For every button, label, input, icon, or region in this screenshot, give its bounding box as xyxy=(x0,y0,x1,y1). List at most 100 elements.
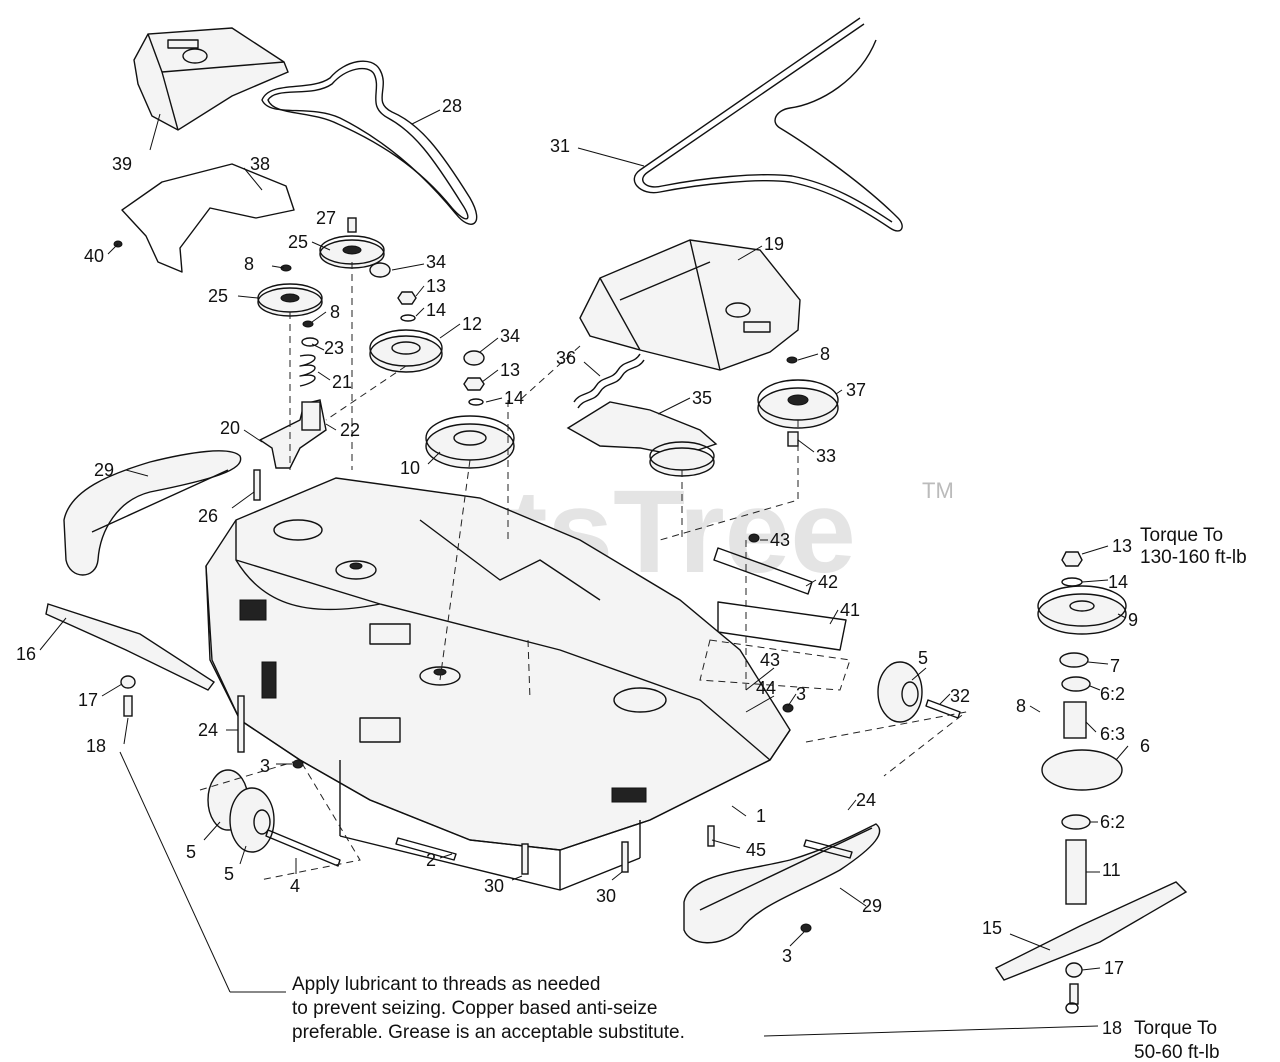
spring-36 xyxy=(573,353,645,409)
callout-14-c: 14 xyxy=(1108,572,1128,592)
callout-6: 6 xyxy=(1140,736,1150,756)
callout-13-a: 13 xyxy=(426,276,446,296)
callout-33: 33 xyxy=(816,446,836,466)
leader-lines xyxy=(39,109,1129,1037)
callout-39: 39 xyxy=(112,154,132,174)
callout-22: 22 xyxy=(340,420,360,440)
callout-35: 35 xyxy=(692,388,712,408)
baffle-41 xyxy=(717,601,847,651)
callout-8-c: 8 xyxy=(820,344,830,364)
torque-note-bottom: Torque To 50-60 ft-lb xyxy=(1134,1018,1220,1062)
callout-18-left: 18 xyxy=(86,736,106,756)
callout-25-upper: 25 xyxy=(288,232,308,252)
callout-8-d: 8 xyxy=(1016,696,1026,716)
callout-9: 9 xyxy=(1128,610,1138,630)
lubricant-note-line1: Apply lubricant to threads as needed xyxy=(292,974,600,995)
lubricant-note-line2: to prevent seizing. Copper based anti-se… xyxy=(292,998,657,1019)
callout-13-b: 13 xyxy=(500,360,520,380)
callout-6-2-a: 6:2 xyxy=(1100,684,1125,704)
callout-19: 19 xyxy=(764,234,784,254)
callout-25-lower: 25 xyxy=(208,286,228,306)
idler-bracket-38 xyxy=(121,163,295,273)
callout-5-a: 5 xyxy=(186,842,196,862)
callout-34-a: 34 xyxy=(426,252,446,272)
idler-arm-post xyxy=(301,401,321,431)
callout-17-right: 17 xyxy=(1104,958,1124,978)
callout-28: 28 xyxy=(442,96,462,116)
torque-note-top-line1: Torque To xyxy=(1140,525,1223,546)
callout-29-right: 29 xyxy=(862,896,882,916)
watermark-trademark: TM xyxy=(922,478,954,503)
pulley-37 xyxy=(757,379,839,429)
belt-cover-19 xyxy=(579,239,801,371)
callout-41: 41 xyxy=(840,600,860,620)
callout-37: 37 xyxy=(846,380,866,400)
callout-29-left: 29 xyxy=(94,460,114,480)
mower-deck-shell xyxy=(205,477,791,891)
callout-40: 40 xyxy=(84,246,104,266)
callout-27: 27 xyxy=(316,208,336,228)
callout-20: 20 xyxy=(220,418,240,438)
callout-11: 11 xyxy=(1102,860,1121,880)
gauge-wheel-5-right xyxy=(877,661,923,723)
hardware xyxy=(113,217,799,543)
callout-43-b: 43 xyxy=(760,650,780,670)
callout-5-b: 5 xyxy=(224,864,234,884)
callout-30-b: 30 xyxy=(596,886,616,906)
callout-45: 45 xyxy=(746,840,766,860)
gauge-wheel-5-left xyxy=(207,769,275,853)
callout-30-a: 30 xyxy=(484,876,504,896)
callout-3-c: 3 xyxy=(782,946,792,966)
callout-36: 36 xyxy=(556,348,576,368)
callout-21: 21 xyxy=(332,372,352,392)
axle-4 xyxy=(265,829,341,867)
bolts-and-pins xyxy=(237,469,853,933)
belt-cover-39 xyxy=(133,27,289,131)
belt-28 xyxy=(261,60,478,225)
callout-44: 44 xyxy=(756,678,776,698)
callout-4: 4 xyxy=(290,876,300,896)
callout-3-b: 3 xyxy=(796,684,806,704)
lubricant-note-line3: preferable. Grease is an acceptable subs… xyxy=(292,1022,685,1043)
callout-17-left: 17 xyxy=(78,690,98,710)
idler-assembly-35 xyxy=(566,401,718,477)
torque-note-top-line2: 130-160 ft-lb xyxy=(1140,547,1247,568)
callout-18-right: 18 xyxy=(1102,1018,1122,1038)
lubricant-note: Apply lubricant to threads as needed to … xyxy=(292,974,685,1043)
spindle-stack-right xyxy=(1041,551,1123,1014)
callout-34-b: 34 xyxy=(500,326,520,346)
callout-5-c: 5 xyxy=(918,648,928,668)
callout-26: 26 xyxy=(198,506,218,526)
idler-pulley-25b xyxy=(257,283,323,317)
blade-bolt-left xyxy=(120,675,136,717)
assembly-dashed-lines xyxy=(199,262,967,881)
callout-8-a: 8 xyxy=(244,254,254,274)
pulley-9 xyxy=(1037,585,1127,635)
callout-31: 31 xyxy=(550,136,570,156)
callout-38: 38 xyxy=(250,154,270,174)
blade-16 xyxy=(45,603,216,691)
callout-labels: 39 38 40 28 31 19 27 25 8 25 8 23 21 22 … xyxy=(16,96,1150,1038)
callout-14-b: 14 xyxy=(504,388,524,408)
callout-16: 16 xyxy=(16,644,36,664)
callout-23: 23 xyxy=(324,338,344,358)
callout-8-b: 8 xyxy=(330,302,340,322)
callout-6-2-b: 6:2 xyxy=(1100,812,1125,832)
skid-shield-29-left xyxy=(63,450,242,576)
belt-31 xyxy=(633,17,903,232)
torque-note-bottom-line1: Torque To xyxy=(1134,1018,1217,1039)
callout-13-c: 13 xyxy=(1112,536,1132,556)
callout-6-3: 6:3 xyxy=(1100,724,1125,744)
torque-note-top: Torque To 130-160 ft-lb xyxy=(1140,525,1247,568)
pulley-10 xyxy=(425,415,515,469)
callout-3-a: 3 xyxy=(260,756,270,776)
callout-43-a: 43 xyxy=(770,530,790,550)
callout-1: 1 xyxy=(756,806,766,826)
baffle-42 xyxy=(713,547,813,595)
callout-10: 10 xyxy=(400,458,420,478)
torque-note-bottom-line2: 50-60 ft-lb xyxy=(1134,1042,1220,1062)
callout-2: 2 xyxy=(426,850,436,870)
callout-42: 42 xyxy=(818,572,838,592)
callout-15: 15 xyxy=(982,918,1002,938)
